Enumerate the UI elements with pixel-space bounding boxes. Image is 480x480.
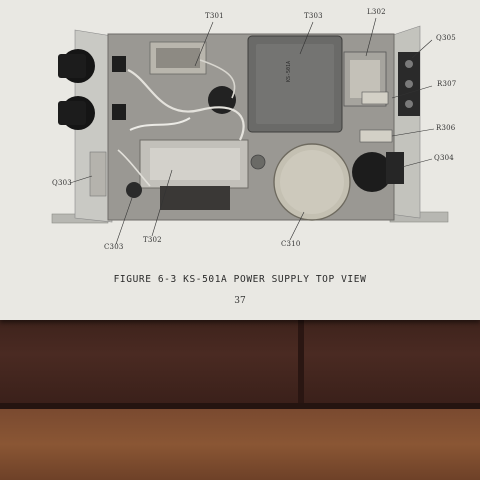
label-l302: L302 [367, 8, 386, 16]
leader-lines [69, 17, 435, 245]
label-c303: C303 [104, 243, 124, 251]
svg-text:KS-501A: KS-501A [286, 61, 292, 82]
wire-harness [127, 68, 245, 141]
wood-gap [0, 403, 480, 409]
label-q305: Q305 [436, 34, 456, 42]
label-q304: Q304 [434, 154, 454, 162]
label-t302: T302 [143, 236, 162, 244]
page-number: 37 [234, 296, 246, 306]
q304-body [352, 152, 392, 192]
wood-table-dark [0, 320, 480, 405]
manual-page: KS-501A [0, 0, 480, 320]
label-r306: R306 [436, 124, 456, 132]
q303-body [89, 151, 107, 197]
r306-body [359, 129, 393, 143]
label-t303: T303 [304, 12, 323, 20]
c303-body [126, 182, 142, 198]
label-c310: C310 [281, 240, 301, 248]
r307-body [361, 91, 389, 105]
label-r307: R307 [437, 80, 457, 88]
label-q303: Q303 [52, 179, 72, 187]
label-t301: T301 [205, 12, 224, 20]
wood-seam [298, 320, 304, 405]
wood-table-light [0, 409, 480, 480]
figure-caption: FIGURE 6-3 KS-501A POWER SUPPLY TOP VIEW [113, 274, 367, 285]
power-supply-photo: KS-501A [51, 17, 449, 245]
